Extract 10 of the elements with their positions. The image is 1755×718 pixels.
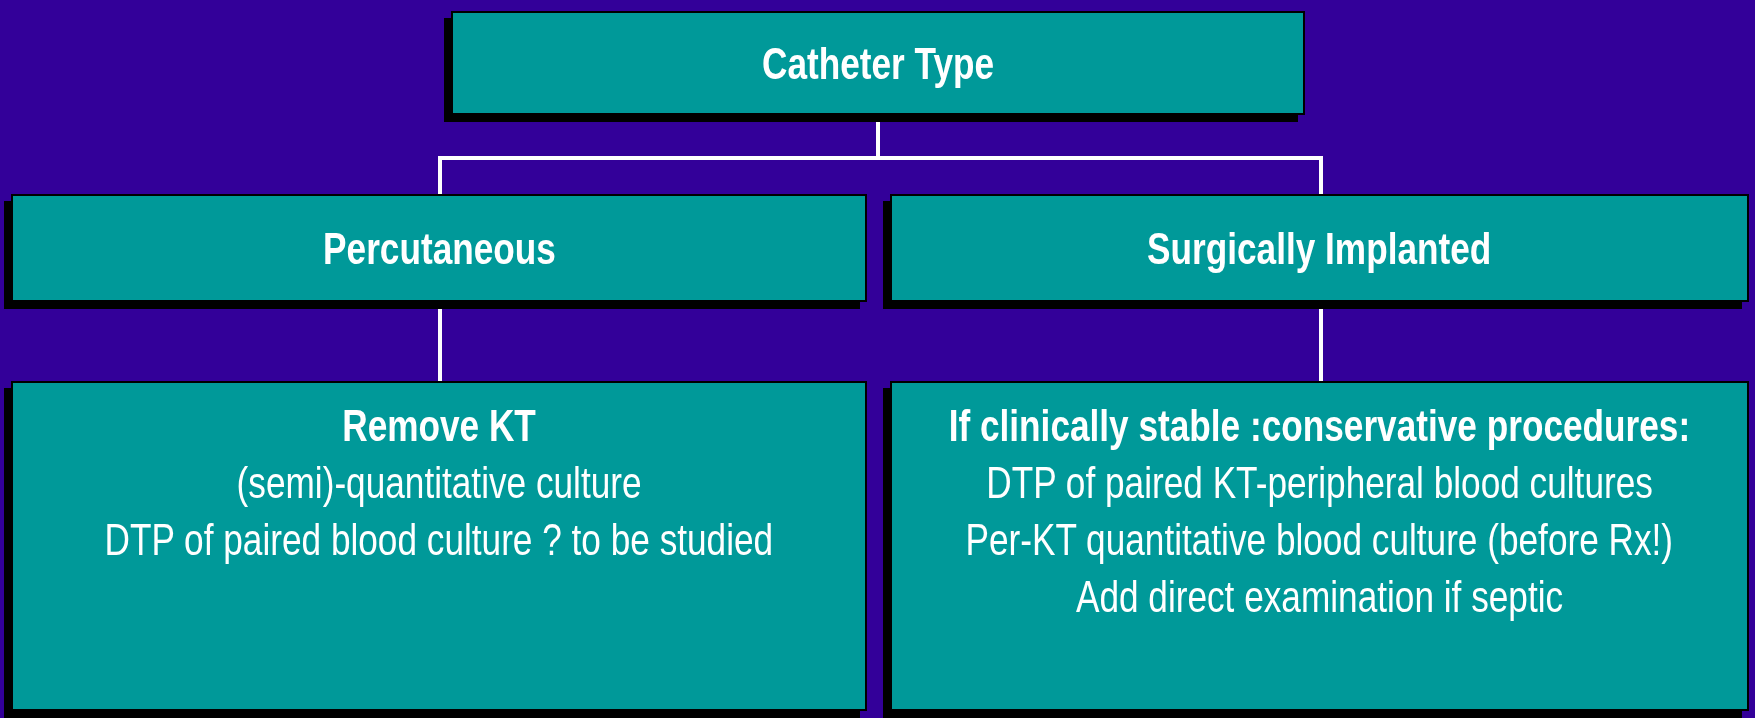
box-text: DTP of paired blood culture ? to be studied bbox=[104, 514, 774, 566]
box-heading: Remove KT bbox=[342, 400, 536, 452]
box-title: Catheter Type bbox=[761, 37, 995, 90]
box-text: DTP of paired KT-peripheral blood cultures bbox=[986, 457, 1653, 509]
box-text: Add direct examination if septic bbox=[1075, 571, 1564, 623]
box-heading: If clinically stable :conservative procedures: bbox=[948, 400, 1691, 452]
box-title: Surgically Implanted bbox=[1147, 222, 1492, 275]
box-text: (semi)-quantitative culture bbox=[236, 457, 642, 509]
box-text: Per-KT quantitative blood culture (before Rx!) bbox=[965, 514, 1674, 566]
box-title: Percutaneous bbox=[322, 222, 556, 275]
